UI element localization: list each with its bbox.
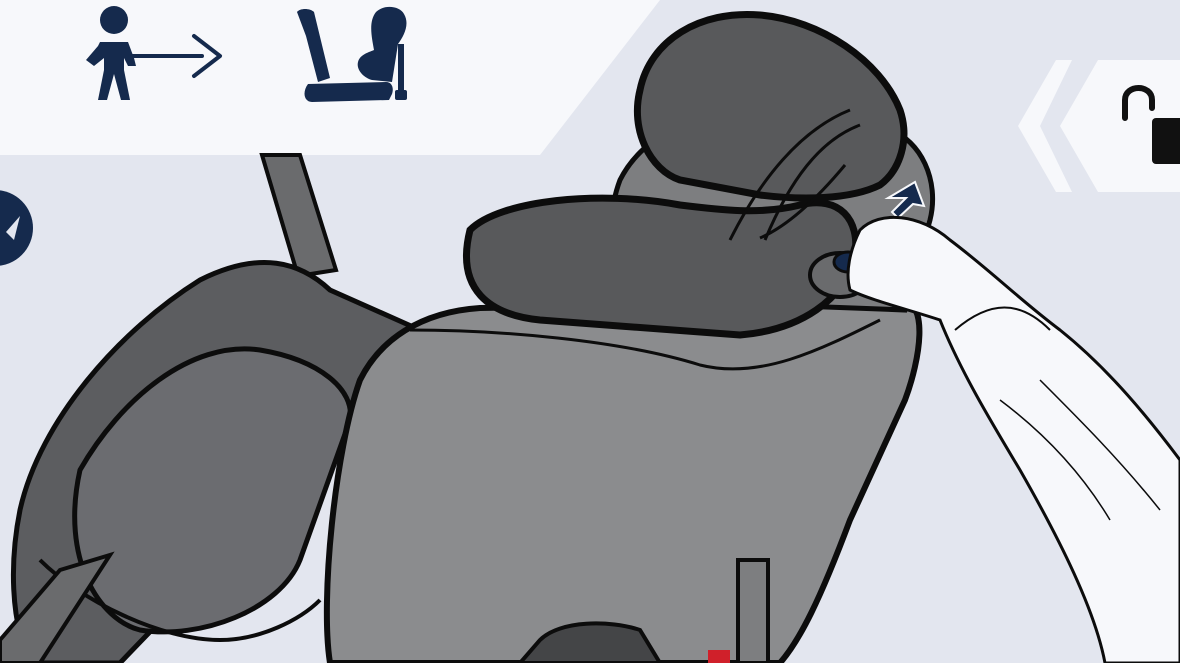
headrest-wings xyxy=(466,198,855,335)
red-indicator xyxy=(708,650,730,663)
base-strut-right xyxy=(738,560,768,663)
